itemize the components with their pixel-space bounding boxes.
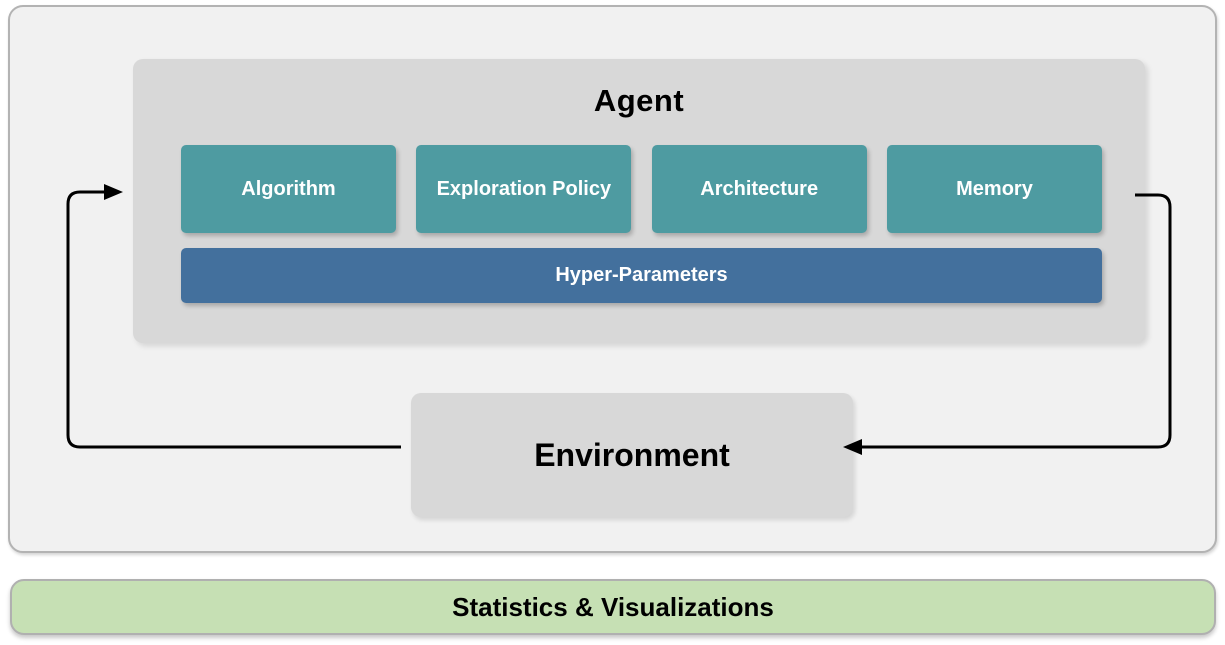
agent-panel: Agent Algorithm Exploration Policy Archi… bbox=[133, 59, 1145, 343]
statistics-visualizations-bar: Statistics & Visualizations bbox=[10, 579, 1216, 635]
environment-box: Environment bbox=[411, 393, 853, 517]
module-architecture: Architecture bbox=[651, 145, 867, 233]
agent-modules-row: Algorithm Exploration Policy Architectur… bbox=[181, 145, 1102, 233]
interaction-loop-panel: Agent Algorithm Exploration Policy Archi… bbox=[8, 5, 1217, 553]
agent-title: Agent bbox=[593, 83, 685, 118]
module-exploration-policy: Exploration Policy bbox=[416, 145, 632, 233]
module-algorithm: Algorithm bbox=[181, 145, 396, 233]
hyper-parameters-bar: Hyper-Parameters bbox=[181, 248, 1102, 303]
module-memory: Memory bbox=[886, 145, 1102, 233]
